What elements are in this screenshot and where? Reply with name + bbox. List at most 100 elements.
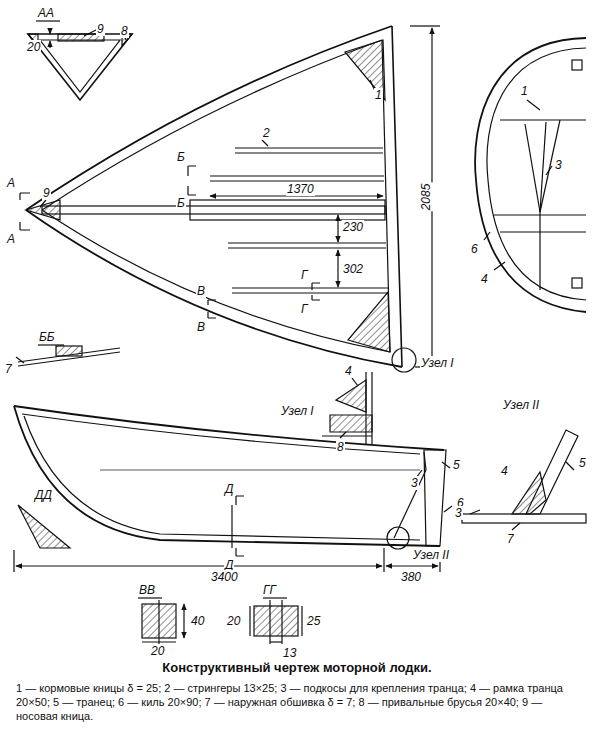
callout-label: ДД [34,488,53,502]
plan-view-stroke [20,193,30,230]
callout-label: 25 [306,614,321,628]
sections-vv-gg-stroke [183,604,184,638]
plan-view-stroke [188,166,196,195]
callout-label: В [196,320,206,334]
plan-view-stroke [235,147,383,148]
side-view-stroke [424,450,446,546]
transom-view-stroke [494,215,586,232]
callout-label: Узел II [412,548,450,562]
callout-label: ГГ [262,583,277,597]
callout-label: Б [176,150,186,164]
section-bb-stroke [16,357,24,363]
callout-label: 20 [150,644,165,658]
section-aa-stroke [49,41,50,48]
node-detail-1 [322,372,372,444]
transom-view-stroke [475,38,586,312]
callout-label: 5 [578,456,587,470]
transom-view-stroke [527,100,540,110]
plan-view-stroke [42,210,390,352]
callout-label: Б [176,196,186,210]
side-view-stroke [387,527,409,549]
section-aa-stroke [28,34,132,100]
side-view-stroke [394,470,426,538]
node-detail-1-stroke [336,380,366,412]
side-view-stroke [100,470,420,471]
side-view-stroke [16,565,382,566]
transom-view-stroke [539,212,540,290]
section-aa-stroke [40,40,120,92]
side-view-stroke [383,548,384,572]
sections-vv-gg-stroke [142,641,176,642]
node-detail-2-stroke [512,472,546,514]
callout-label: 380 [400,570,422,584]
sections-vv-gg [138,598,302,645]
section-aa [28,21,132,100]
node-detail-2-stroke [470,510,480,514]
plan-view-stroke [337,215,338,242]
plan-view-stroke [392,26,402,367]
side-view-stroke [442,462,450,468]
callout-label: 3 [554,158,563,172]
plan-view-stroke [235,152,383,153]
callout-label: ББ [38,330,56,344]
callout-label: АА [37,6,55,20]
plan-view [20,26,440,372]
callout-label: 20 [26,40,41,54]
callout-label: Г [300,302,309,316]
callout-label: 4 [480,272,489,286]
callout-label: 2 [262,126,271,140]
side-view-stroke [231,505,232,548]
callout-label: 6 [470,242,479,256]
callout-label: ВВ [138,583,156,597]
section-aa-stroke [36,20,60,21]
callout-label: 9 [42,186,51,200]
plan-view-stroke [312,283,320,300]
callout-label: 3 [454,506,463,520]
plan-view-stroke [228,242,386,243]
callout-label: 8 [336,440,345,454]
section-aa-stroke [49,28,50,34]
transom-view-stroke [572,60,582,70]
callout-label: 230 [342,220,364,234]
sections-vv-gg-stroke [281,600,282,644]
callout-label: 20 [226,614,241,628]
transom-view-stroke [500,119,586,120]
transom-view-stroke [525,124,540,212]
side-view-stroke [22,414,420,454]
callout-label: 1370 [286,182,315,196]
sections-vv-gg-stroke [270,641,282,642]
plan-view-stroke [232,292,388,293]
callout-label: А [6,232,16,246]
callout-label: Д [224,482,234,496]
callout-label: В [196,284,206,298]
side-view-stroke [444,506,452,512]
plan-view-stroke [26,210,402,367]
sections-vv-gg-stroke [269,600,270,644]
side-view [14,406,452,572]
node-detail-1-stroke [322,435,372,436]
callout-label: Узел II [502,398,540,412]
node-detail-1-stroke [352,378,358,386]
plan-view-stroke [26,200,60,220]
section-bb-stroke [56,346,82,356]
side-view-stroke [14,406,440,546]
plan-view-stroke [337,250,338,287]
plan-view-stroke [40,200,46,207]
side-view-stroke [424,452,426,470]
callout-label: Узел I [420,356,455,370]
callout-label: 8 [120,24,129,38]
plan-view-stroke [410,25,440,26]
callout-label: Узел I [280,404,315,418]
callout-label: Г [300,268,309,282]
parts-caption: 1 — кормовые кницы δ = 25; 2 — стрингеры… [16,681,578,723]
node-detail-1-stroke [340,432,346,438]
transom-view-stroke [572,278,582,288]
side-view-stroke [386,565,438,566]
section-bb [16,345,120,366]
plan-view-stroke [348,292,390,352]
sections-vv-gg-stroke [158,600,159,645]
callout-label: 302 [342,262,364,276]
callout-label: 9 [96,22,105,36]
sections-vv-gg-stroke [138,597,162,598]
transom-view-stroke [487,48,586,300]
